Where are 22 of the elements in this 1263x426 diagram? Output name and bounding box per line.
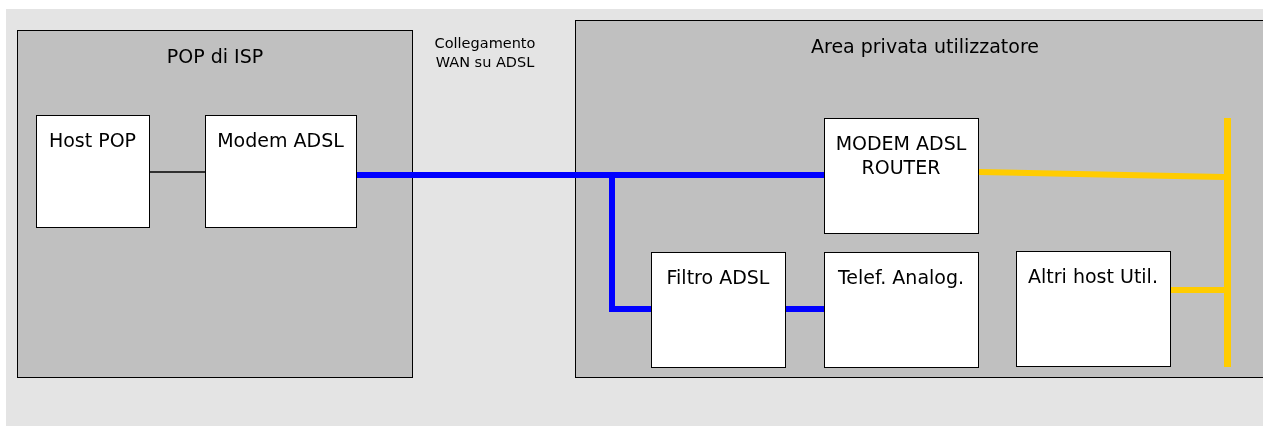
device-label: Modem ADSL bbox=[216, 127, 345, 152]
device-label: Filtro ADSL bbox=[665, 264, 771, 289]
connection-line bbox=[786, 306, 824, 312]
area-heading: Area privata utilizzatore bbox=[810, 35, 1040, 57]
user-area bbox=[575, 20, 1263, 378]
device-box bbox=[35, 114, 150, 228]
device-box bbox=[650, 251, 786, 368]
link-label: Collegamento WAN su ADSL bbox=[433, 34, 537, 72]
connection-line bbox=[1171, 287, 1224, 293]
device-label: Host POP bbox=[47, 127, 138, 152]
device-label: Altri host Util. bbox=[1027, 263, 1159, 288]
area-heading: POP di ISP bbox=[165, 45, 265, 67]
device-label: Telef. Analog. bbox=[836, 264, 966, 289]
device-box bbox=[823, 117, 979, 234]
device-label: MODEM ADSL ROUTER bbox=[834, 130, 968, 179]
isp-pop-area bbox=[17, 30, 413, 378]
network-bus-bar bbox=[1223, 117, 1231, 367]
device-box bbox=[1015, 250, 1171, 367]
connection-line bbox=[149, 171, 206, 173]
device-box bbox=[823, 251, 979, 368]
device-box bbox=[204, 114, 357, 228]
connection-line bbox=[978, 169, 1225, 180]
